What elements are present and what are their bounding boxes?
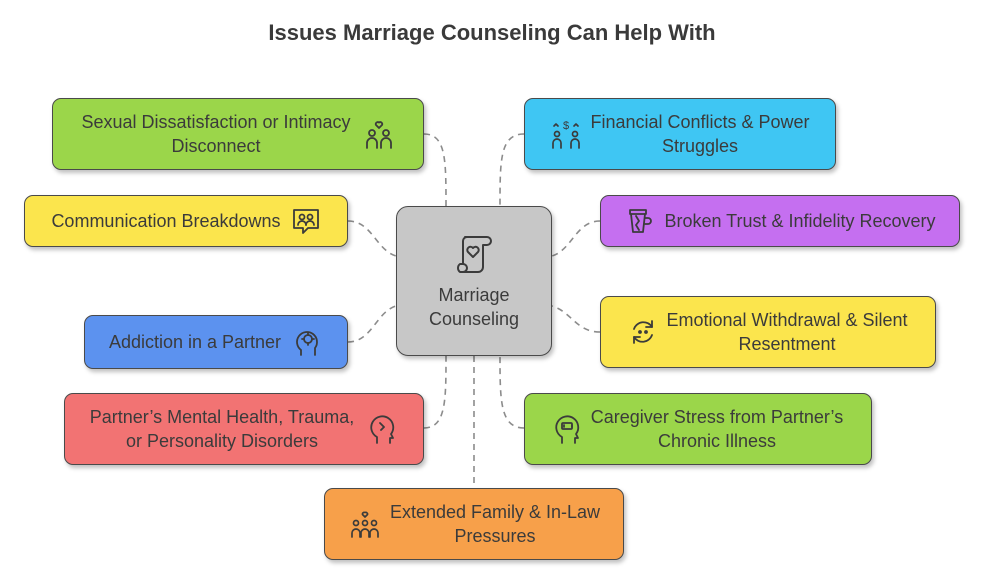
broken-cup-icon bbox=[624, 206, 654, 236]
node-caregiver-line1: Caregiver Stress from Partner’s bbox=[590, 407, 844, 427]
node-intimacy: Sexual Dissatisfaction or Intimacy Disco… bbox=[52, 98, 424, 170]
node-financial: $ Financial Conflicts & Power Struggles bbox=[524, 98, 836, 170]
center-label-line2: Counseling bbox=[428, 309, 520, 329]
couple-heart-icon bbox=[363, 118, 395, 150]
scroll-heart-icon bbox=[451, 231, 497, 277]
node-communication-line1: Communication Breakdowns bbox=[51, 211, 281, 231]
connector-mental-health bbox=[423, 355, 447, 429]
head-battery-icon bbox=[553, 413, 583, 445]
node-intimacy-line1: Sexual Dissatisfaction or Intimacy bbox=[81, 112, 351, 132]
node-intimacy-line2: Disconnect bbox=[171, 136, 261, 156]
center-label-line1: Marriage bbox=[438, 285, 510, 305]
circular-arrows-icon bbox=[628, 317, 658, 347]
node-withdrawal: Emotional Withdrawal & Silent Resentment bbox=[600, 296, 936, 368]
connector-addiction bbox=[347, 305, 397, 343]
connector-communication bbox=[347, 220, 397, 257]
center-node: Marriage Counseling bbox=[396, 206, 552, 356]
head-gear-icon bbox=[368, 413, 398, 445]
connector-withdrawal bbox=[551, 305, 601, 333]
node-trust: Broken Trust & Infidelity Recovery bbox=[600, 195, 960, 247]
connector-intimacy bbox=[423, 133, 447, 207]
connector-trust bbox=[551, 220, 601, 257]
people-chat-icon bbox=[291, 206, 321, 236]
node-addiction-line1: Addiction in a Partner bbox=[108, 332, 282, 352]
node-caregiver-line2: Chronic Illness bbox=[657, 431, 777, 451]
node-mental-health: Partner’s Mental Health, Trauma, or Pers… bbox=[64, 393, 424, 465]
node-mental-health-line2: or Personality Disorders bbox=[125, 431, 319, 451]
family-group-icon bbox=[348, 509, 382, 539]
svg-text:$: $ bbox=[563, 120, 569, 132]
brain-head-icon bbox=[293, 327, 323, 357]
money-people-icon: $ bbox=[550, 118, 582, 150]
node-withdrawal-line1: Emotional Withdrawal & Silent bbox=[666, 310, 908, 330]
node-addiction: Addiction in a Partner bbox=[84, 315, 348, 369]
node-withdrawal-line2: Resentment bbox=[738, 334, 836, 354]
node-family-line1: Extended Family & In-Law bbox=[389, 502, 601, 522]
diagram-title: Issues Marriage Counseling Can Help With bbox=[268, 20, 716, 45]
node-caregiver: Caregiver Stress from Partner’s Chronic … bbox=[524, 393, 872, 465]
node-mental-health-line1: Partner’s Mental Health, Trauma, bbox=[89, 407, 355, 427]
node-family: Extended Family & In-Law Pressures bbox=[324, 488, 624, 560]
node-trust-line1: Broken Trust & Infidelity Recovery bbox=[664, 211, 936, 231]
connector-caregiver bbox=[499, 355, 525, 429]
node-financial-line2: Struggles bbox=[661, 136, 739, 156]
node-family-line2: Pressures bbox=[454, 526, 536, 546]
node-financial-line1: Financial Conflicts & Power bbox=[590, 112, 810, 132]
node-communication: Communication Breakdowns bbox=[24, 195, 348, 247]
connector-financial bbox=[499, 133, 525, 207]
